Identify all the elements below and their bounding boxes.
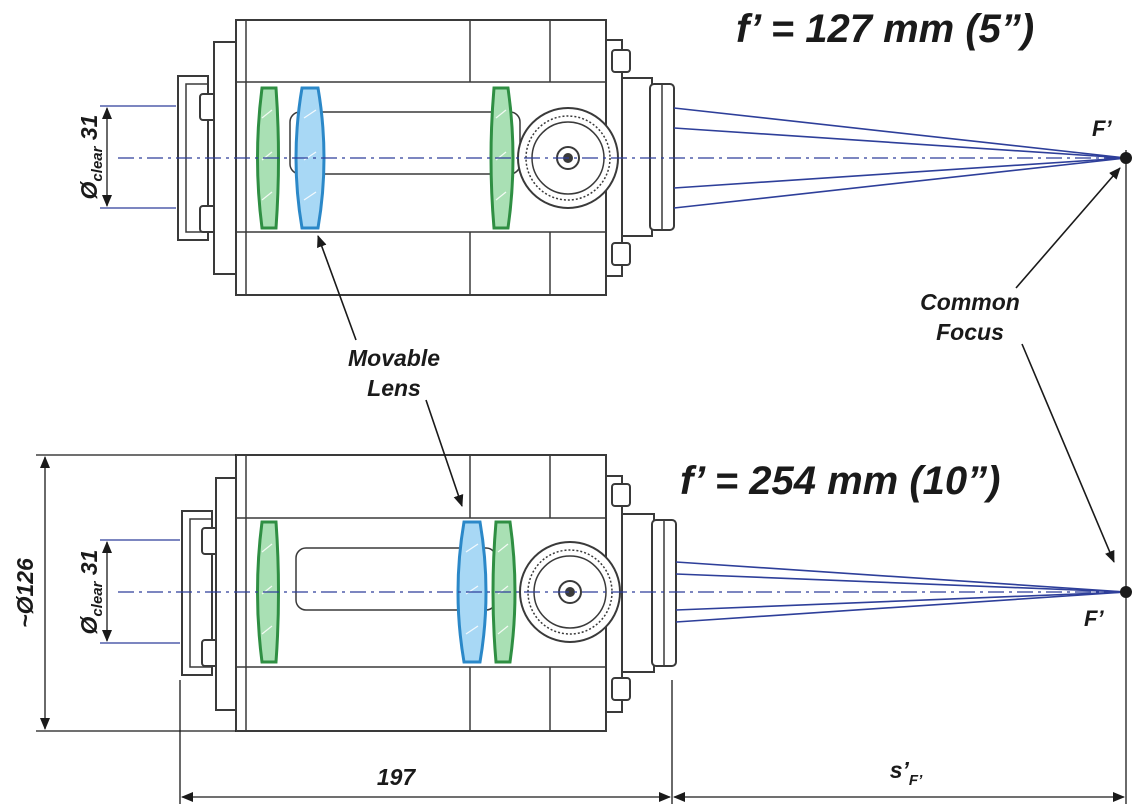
movable-lens-leader-bottom [425, 399, 464, 507]
top-ray-lower [673, 157, 1127, 209]
top-rear-mount [621, 77, 653, 237]
bottom-focus-label: F’ [1084, 606, 1104, 631]
top-focal-length-title: f’ = 127 mm (5”) [736, 7, 1034, 51]
top-focus-label: F’ [1092, 116, 1112, 141]
bottom-ray-lower [675, 591, 1127, 623]
movable-lens-leader-top [317, 235, 357, 341]
common-focus-leader-top [1015, 167, 1121, 289]
movable-lens-callout-line2: Lens [367, 375, 421, 401]
back-focal-label: s’F’ [890, 757, 923, 789]
top-ray-upper [673, 107, 1127, 159]
common-focus-leader-bottom [1021, 343, 1115, 563]
bottom-ray-upper [675, 561, 1127, 593]
bottom-clear-aperture-label: Øclear 31 [76, 550, 106, 635]
outer-diameter-label: ~Ø126 [12, 558, 38, 628]
bottom-front-ring [215, 477, 237, 711]
bottom-focal-length-title: f’ = 254 mm (10”) [680, 459, 1001, 503]
common-focus-callout-line1: Common [920, 289, 1020, 315]
common-focus-callout-line2: Focus [936, 319, 1004, 345]
movable-lens-callout-line1: Movable [348, 345, 440, 371]
top-lens-assembly [177, 19, 675, 296]
bottom-rear-mount [621, 513, 655, 673]
bottom-lens-assembly [181, 454, 677, 732]
length-label: 197 [377, 764, 417, 790]
top-movable-lens [294, 86, 326, 230]
top-clear-aperture-label: Øclear 31 [76, 115, 106, 200]
